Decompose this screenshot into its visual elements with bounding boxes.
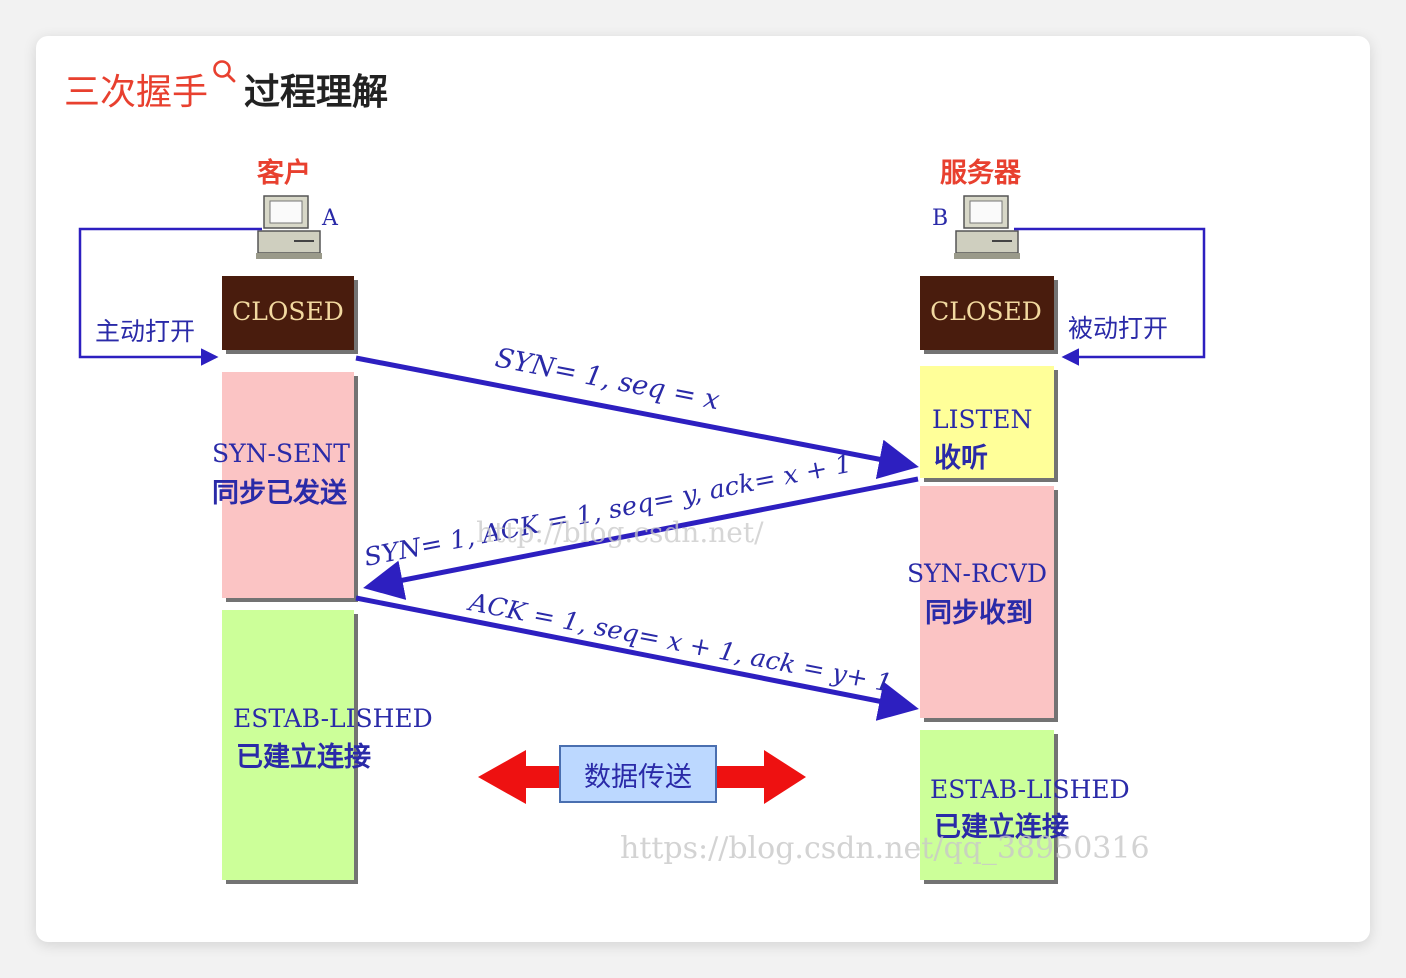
data-transfer-label: 数据传送 <box>584 762 692 793</box>
search-icon[interactable] <box>210 58 240 88</box>
client-syn-sent-box <box>222 372 354 598</box>
ack-message-label: ACK = 1, seq= x + 1, ack = y+ 1 <box>465 587 895 698</box>
ack-message-arrow <box>355 595 919 721</box>
server-closed-label: CLOSED <box>930 297 1042 326</box>
client-state-syn-sent-cn: 同步已发送 <box>212 477 347 509</box>
watermark-2: https://blog.csdn.net/qq_38950316 <box>620 831 1150 866</box>
data-transfer-box <box>559 745 717 803</box>
server-closed-box <box>920 276 1054 350</box>
server-syn-rcvd-box <box>920 486 1054 718</box>
server-state-listen-en: LISTEN <box>932 405 1032 434</box>
server-id: B <box>932 206 948 231</box>
server-established-box <box>920 730 1054 880</box>
server-state-established-cn: 已建立连接 <box>934 811 1069 843</box>
client-state-established-cn: 已建立连接 <box>236 741 371 773</box>
syn-ack-message-label: SYN= 1, ACK = 1, seq= y, ack= x + 1 <box>362 449 854 572</box>
active-open-label: 主动打开 <box>95 317 195 346</box>
server-listen-box <box>920 366 1054 478</box>
title-text: 过程理解 <box>244 72 389 113</box>
server-state-established-en: ESTAB-LISHED <box>930 775 1130 804</box>
syn-message-arrow <box>355 355 919 479</box>
server-state-syn-rcvd-en: SYN-RCVD <box>907 559 1047 588</box>
server-computer-icon <box>954 195 1020 259</box>
client-computer-icon <box>256 195 322 259</box>
active-open-loop-arrow <box>78 227 262 366</box>
watermark-1: http://blog.csdn.net/ <box>476 516 764 549</box>
title-keyword-link[interactable]: 三次握手 <box>64 72 209 113</box>
passive-open-loop-arrow <box>1014 227 1206 366</box>
client-closed-box <box>222 276 354 350</box>
syn-ack-message-arrow <box>363 476 919 600</box>
client-closed-label: CLOSED <box>232 297 344 326</box>
server-state-syn-rcvd-cn: 同步收到 <box>925 598 1033 629</box>
server-name: 服务器 <box>940 158 1022 189</box>
client-id: A <box>321 206 339 231</box>
client-name: 客户 <box>257 157 311 189</box>
passive-open-label: 被动打开 <box>1068 314 1168 343</box>
server-state-listen-cn: 收听 <box>934 443 988 474</box>
client-established-box <box>222 610 354 880</box>
client-state-syn-sent-en: SYN-SENT <box>212 439 350 468</box>
client-state-established-en: ESTAB-LISHED <box>233 704 433 733</box>
page-title: 三次握手过程理解 <box>64 58 388 113</box>
